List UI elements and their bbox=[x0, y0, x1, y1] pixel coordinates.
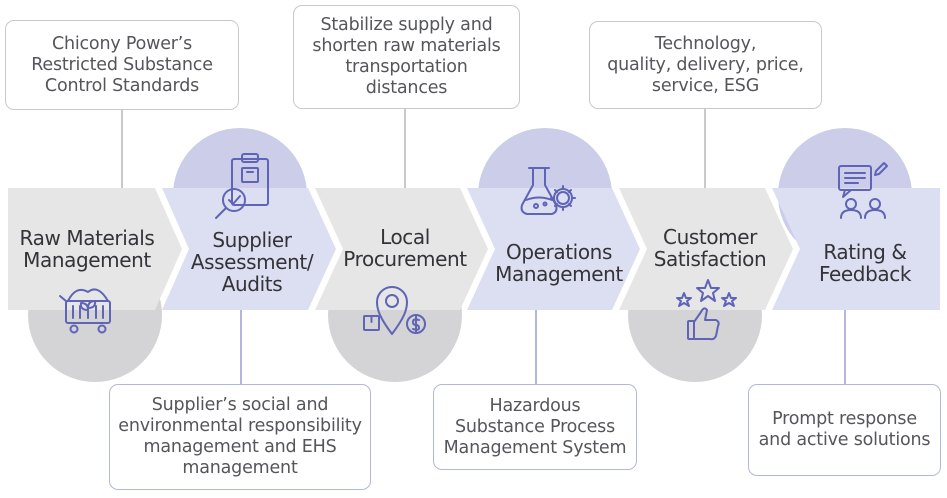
cart-sprout-icon bbox=[59, 288, 111, 334]
note-supplier-assessment: Supplier’s social and environmental resp… bbox=[109, 384, 371, 490]
stage-chevron bbox=[315, 188, 488, 310]
stage-title-local-procurement: Local Procurement bbox=[343, 225, 467, 271]
stage-chevron bbox=[619, 188, 793, 310]
note-customer-satisfaction: Technology, quality, delivery, price, se… bbox=[589, 21, 822, 109]
note-rating-feedback: Prompt response and active solutions bbox=[748, 384, 941, 476]
stage-title-rating-feedback: Rating & Feedback bbox=[818, 240, 912, 286]
clipboard-magnifier-icon bbox=[215, 153, 269, 219]
note-raw-materials: Chicony Power’s Restricted Substance Con… bbox=[5, 20, 239, 110]
note-operations: Hazardous Substance Process Management S… bbox=[433, 384, 637, 470]
stage-chevron bbox=[8, 188, 182, 310]
location-pin-dollar-icon bbox=[363, 286, 426, 335]
stage-chevron bbox=[162, 188, 336, 310]
stage-title-supplier-assessment: Supplier Assessment/ Audits bbox=[190, 228, 314, 296]
stars-thumbs-up-icon bbox=[676, 279, 737, 341]
note-local-procurement: Stabilize supply and shorten raw materia… bbox=[293, 5, 520, 109]
stage-title-raw-materials: Raw Materials Management bbox=[19, 226, 155, 272]
stage-chevron bbox=[467, 188, 640, 310]
feedback-people-icon bbox=[838, 162, 888, 219]
stage-title-operations: Operations Management bbox=[495, 240, 623, 286]
flask-gear-icon bbox=[520, 167, 576, 215]
stage-title-customer-satisfaction: Customer Satisfaction bbox=[653, 225, 767, 271]
stage-chevron bbox=[772, 188, 940, 310]
